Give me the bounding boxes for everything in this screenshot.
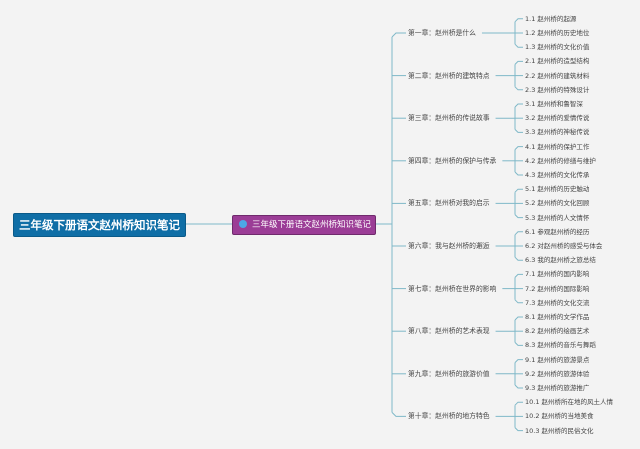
- leaf-node[interactable]: 10.1 赵州桥所在地的风土人情: [525, 398, 614, 407]
- leaf-node[interactable]: 9.3 赵州桥的旅游推广: [525, 384, 590, 392]
- chapter-node[interactable]: 第十章：赵州桥的地方特色: [408, 412, 490, 421]
- subtopic-node[interactable]: 三年级下册语文赵州桥知识笔记: [232, 215, 376, 235]
- subtopic-label: 三年级下册语文赵州桥知识笔记: [252, 220, 372, 230]
- leaf-node[interactable]: 2.2 赵州桥的建筑材料: [525, 71, 590, 80]
- leaf-node[interactable]: 7.2 赵州桥的国际影响: [525, 284, 590, 293]
- chapter-node[interactable]: 第四章：赵州桥的保护与传承: [408, 156, 497, 165]
- chapter-node[interactable]: 第三章：赵州桥的传说故事: [408, 114, 490, 123]
- leaf-node[interactable]: 6.3 我的赵州桥之旅总结: [525, 256, 596, 265]
- chapter-node[interactable]: 第一章：赵州桥是什么: [408, 29, 476, 37]
- leaf-node[interactable]: 4.2 赵州桥的修缮与维护: [525, 156, 596, 165]
- bullet-dot-icon: [239, 220, 247, 228]
- leaf-node[interactable]: 10.2 赵州桥的当地美食: [525, 412, 594, 421]
- leaf-node[interactable]: 9.2 赵州桥的旅游体验: [525, 369, 590, 378]
- leaf-node[interactable]: 1.1 赵州桥的起源: [525, 14, 577, 23]
- leaf-node[interactable]: 1.2 赵州桥的历史地位: [525, 29, 590, 37]
- leaf-node[interactable]: 6.1 参观赵州桥的经历: [525, 227, 590, 236]
- leaf-node[interactable]: 1.3 赵州桥的文化价值: [525, 43, 590, 52]
- chapter-node[interactable]: 第二章：赵州桥的建筑特点: [408, 71, 490, 80]
- leaf-node[interactable]: 8.3 赵州桥的音乐与舞蹈: [525, 341, 596, 350]
- root-topic[interactable]: 三年级下册语文赵州桥知识笔记: [13, 213, 186, 237]
- leaf-node[interactable]: 6.2 对赵州桥的感受与体会: [525, 242, 603, 250]
- leaf-node[interactable]: 5.1 赵州桥的历史触动: [525, 185, 590, 194]
- leaf-node[interactable]: 5.3 赵州桥的人文情怀: [525, 213, 590, 222]
- leaf-node[interactable]: 2.1 赵州桥的造型结构: [525, 57, 590, 66]
- leaf-node[interactable]: 8.2 赵州桥的绘画艺术: [525, 327, 590, 336]
- chapter-node[interactable]: 第九章：赵州桥的旅游价值: [408, 369, 490, 378]
- chapter-node[interactable]: 第五章：赵州桥对我的启示: [408, 199, 490, 208]
- leaf-node[interactable]: 2.3 赵州桥的特殊设计: [525, 85, 590, 94]
- chapter-node[interactable]: 第六章：我与赵州桥的邂逅: [408, 242, 490, 250]
- leaf-node[interactable]: 10.3 赵州桥的民俗文化: [525, 426, 594, 435]
- leaf-node[interactable]: 4.3 赵州桥的文化传承: [525, 171, 590, 179]
- leaf-node[interactable]: 9.1 赵州桥的旅游景点: [525, 355, 590, 364]
- leaf-node[interactable]: 4.1 赵州桥的保护工作: [525, 142, 590, 151]
- leaf-node[interactable]: 3.3 赵州桥的神秘传说: [525, 128, 590, 137]
- chapter-node[interactable]: 第七章：赵州桥在世界的影响: [408, 284, 497, 293]
- leaf-node[interactable]: 5.2 赵州桥的文化回顾: [525, 199, 590, 208]
- chapter-node[interactable]: 第八章：赵州桥的艺术表现: [408, 327, 490, 336]
- leaf-node[interactable]: 7.3 赵州桥的文化交流: [525, 298, 590, 307]
- leaf-node[interactable]: 3.1 赵州桥和鲁智深: [525, 100, 583, 108]
- leaf-node[interactable]: 8.1 赵州桥的文学作品: [525, 313, 590, 321]
- leaf-node[interactable]: 7.1 赵州桥的国内影响: [525, 270, 590, 279]
- leaf-node[interactable]: 3.2 赵州桥的爱情传说: [525, 114, 590, 123]
